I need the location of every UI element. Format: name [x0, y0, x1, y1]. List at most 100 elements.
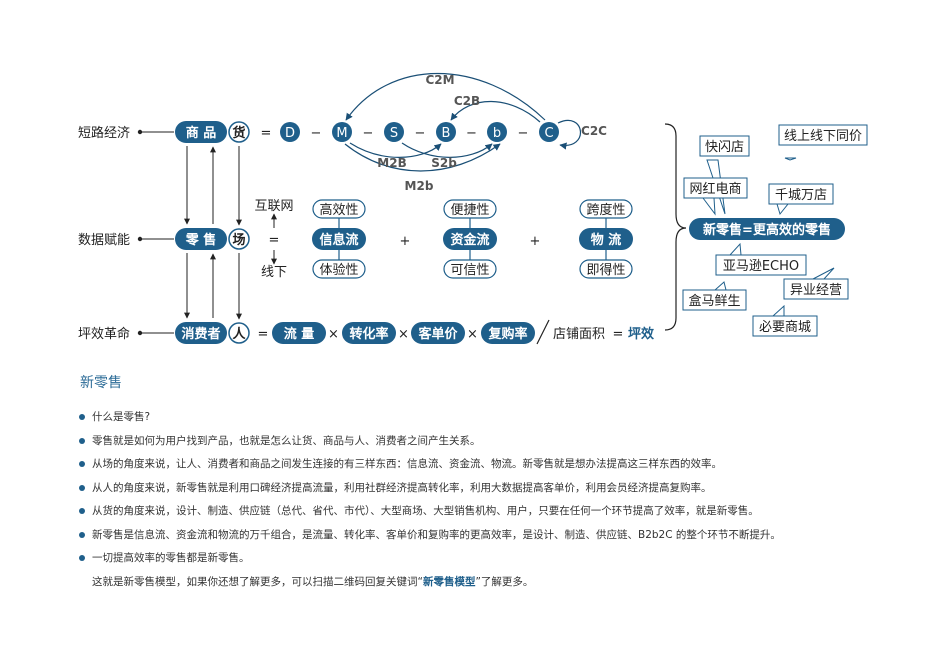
arc-label-c2m: C2M [425, 73, 454, 87]
list-item: 什么是零售? [78, 406, 918, 430]
consumer-pill: 消费者 [175, 322, 227, 344]
eq-sign-4: = [613, 327, 624, 342]
circle-ren: 人 [228, 322, 250, 344]
svg-text:人: 人 [232, 326, 246, 342]
svg-text:线上线下同价: 线上线下同价 [784, 129, 862, 144]
chain-node-3: B [436, 122, 456, 142]
callout-5: 异业经营 [783, 267, 849, 300]
chain-arcs [344, 72, 582, 172]
plus-sign-1: + [400, 234, 411, 249]
svg-text:客单价: 客单价 [418, 326, 458, 342]
eq-sign-2: = [269, 233, 280, 248]
footer-keyword: 新零售模型 [422, 575, 476, 588]
svg-text:M: M [336, 126, 347, 141]
svg-text:b: b [493, 126, 501, 141]
svg-text:亚马逊ECHO: 亚马逊ECHO [723, 259, 799, 274]
circle-chang: 场 [228, 228, 250, 250]
list-item: 一切提高效率的零售都是新零售。 [78, 547, 918, 571]
flow-main-label: 资金流 [450, 232, 489, 248]
callout-2: 网红电商 [683, 177, 748, 216]
svg-text:消费者: 消费者 [181, 326, 220, 342]
callout-6: 盒马鲜生 [682, 281, 747, 311]
chain-node-5: C [539, 122, 559, 142]
vertical-arrows [184, 146, 242, 320]
svg-text:S: S [390, 126, 398, 141]
chain-node-2: S [384, 122, 404, 142]
new-retail-diagram: 短路经济 数据赋能 坪效革命 商 品 零 售 消费者 货 场 人 [78, 72, 868, 345]
svg-text:盒马鲜生: 盒马鲜生 [688, 293, 740, 309]
callout-4: 亚马逊ECHO [715, 242, 807, 276]
notes-section: 新零售 什么是零售? 零售就是如何为用户找到产品，也就是怎么让货、商品与人、消费… [78, 372, 918, 594]
supply-chain-nodes: D−M−S−B−b−C [280, 122, 559, 142]
svg-text:零 售: 零 售 [185, 232, 217, 248]
chain-node-4: b [487, 122, 507, 142]
result-label: 坪效 [628, 326, 655, 342]
footer-text-pre: 这就是新零售模型，如果你还想了解更多，可以扫描二维码回复关键词“ [92, 575, 423, 588]
svg-text:快闪店: 快闪店 [705, 140, 744, 155]
arc-label-s2b: S2b [431, 156, 457, 170]
notes-footer: 这就是新零售模型，如果你还想了解更多，可以扫描二维码回复关键词“新零售模型”了解… [78, 571, 918, 594]
row-label-short-chain: 短路经济 [78, 125, 130, 141]
callout-7: 必要商城 [752, 304, 818, 337]
minus-sign: − [518, 126, 529, 141]
callout-3: 千城万店 [768, 183, 834, 216]
goods-pill: 商 品 [175, 121, 227, 143]
callout-1: 线上线下同价 [778, 124, 868, 161]
eq-sign-3: = [258, 327, 269, 342]
eq-sign-1: = [261, 126, 272, 141]
formula-item-0: 流 量 [272, 322, 326, 344]
list-item: 新零售是信息流、资金流和物流的万千组合，是流量、转化率、客单价和复购率的更高效率… [78, 524, 918, 548]
times-sign: × [467, 327, 478, 342]
svg-text:货: 货 [232, 125, 245, 141]
svg-text:转化率: 转化率 [349, 326, 388, 342]
svg-text:复购率: 复购率 [487, 326, 527, 342]
formula-item-2: 客单价 [411, 322, 465, 344]
minus-sign: − [466, 126, 477, 141]
notes-list: 什么是零售? 零售就是如何为用户找到产品，也就是怎么让货、商品与人、消费者之间产… [78, 406, 918, 571]
list-item: 零售就是如何为用户找到产品，也就是怎么让货、商品与人、消费者之间产生关系。 [78, 430, 918, 454]
svg-text:异业经营: 异业经营 [790, 283, 842, 298]
flow-top-label: 跨度性 [586, 202, 625, 218]
flow-bottom-label: 即得性 [586, 262, 625, 278]
svg-text:商 品: 商 品 [186, 125, 217, 141]
svg-text:流 量: 流 量 [284, 326, 315, 342]
chain-node-0: D [280, 122, 300, 142]
times-sign: × [398, 327, 409, 342]
arc-label-m2b-lower: M2b [405, 179, 434, 193]
retail-pill: 零 售 [175, 228, 227, 250]
arc-label-c2b: C2B [454, 94, 480, 108]
formula-items: 流 量×转化率×客单价×复购率 [272, 322, 535, 344]
svg-text:网红电商: 网红电商 [689, 181, 741, 197]
flow-main-label: 物 流 [591, 232, 622, 248]
right-brace [664, 123, 687, 331]
row-label-pingxiao: 坪效革命 [78, 326, 130, 342]
minus-sign: − [363, 126, 374, 141]
minus-sign: − [311, 126, 322, 141]
svg-text:B: B [442, 126, 451, 141]
row-connectors [137, 129, 174, 336]
divisor-label: 店铺面积 [553, 327, 605, 342]
svg-text:场: 场 [232, 233, 245, 248]
notes-title: 新零售 [80, 375, 122, 391]
flow-bottom-label: 体验性 [319, 262, 358, 278]
list-item: 从场的角度来说，让人、消费者和商品之间发生连接的有三样东西：信息流、资金流、物流… [78, 453, 918, 477]
formula-item-3: 复购率 [481, 322, 535, 344]
svg-text:千城万店: 千城万店 [775, 188, 827, 203]
list-item: 从人的角度来说，新零售就是利用口碑经济提高流量，利用社群经济提高转化率，利用大数… [78, 477, 918, 501]
divide-slash [536, 319, 550, 345]
list-item: 从货的角度来说，设计、制造、供应链（总代、省代、市代）、大型商场、大型销售机构、… [78, 500, 918, 524]
flow-main-label: 信息流 [319, 232, 358, 248]
svg-text:D: D [285, 126, 295, 141]
svg-text:新零售=更高效的零售: 新零售=更高效的零售 [703, 222, 831, 238]
arc-label-c2c: C2C [581, 124, 607, 138]
arc-label-m2b: M2B [377, 156, 406, 170]
svg-text:C: C [544, 126, 553, 141]
new-retail-center: 新零售=更高效的零售 [689, 218, 845, 240]
chain-node-1: M [332, 122, 352, 142]
plus-sign-2: + [530, 234, 541, 249]
